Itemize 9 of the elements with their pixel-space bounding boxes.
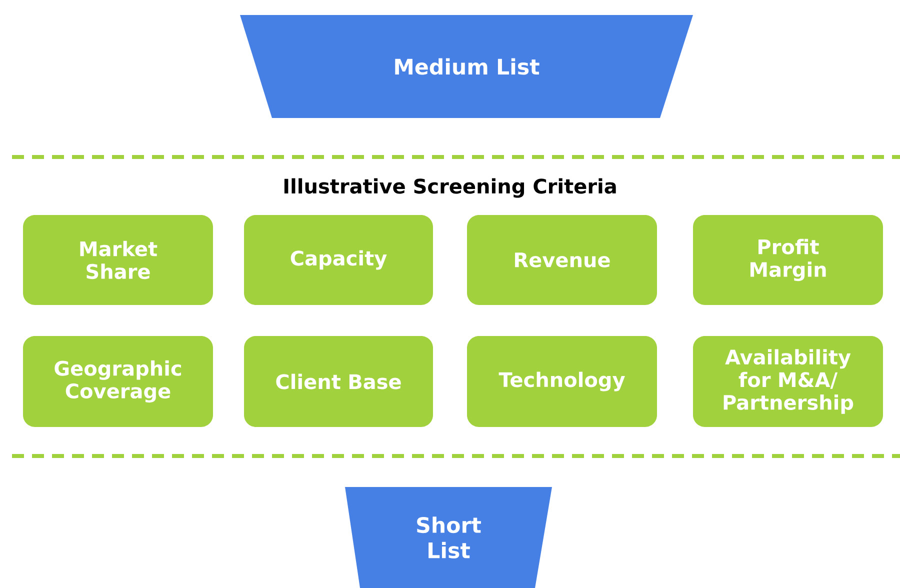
criteria-box: Revenue xyxy=(467,215,657,305)
criteria-box: Market Share xyxy=(23,215,213,305)
criteria-box: Technology xyxy=(467,336,657,427)
criteria-box: Capacity xyxy=(244,215,433,305)
criteria-box: Client Base xyxy=(244,336,433,427)
criteria-box: Geographic Coverage xyxy=(23,336,213,427)
heading: Illustrative Screening Criteria xyxy=(284,178,616,198)
criteria-box: Availability for M&A/ Partnership xyxy=(693,336,883,427)
criteria-box: Profit Margin xyxy=(693,215,883,305)
